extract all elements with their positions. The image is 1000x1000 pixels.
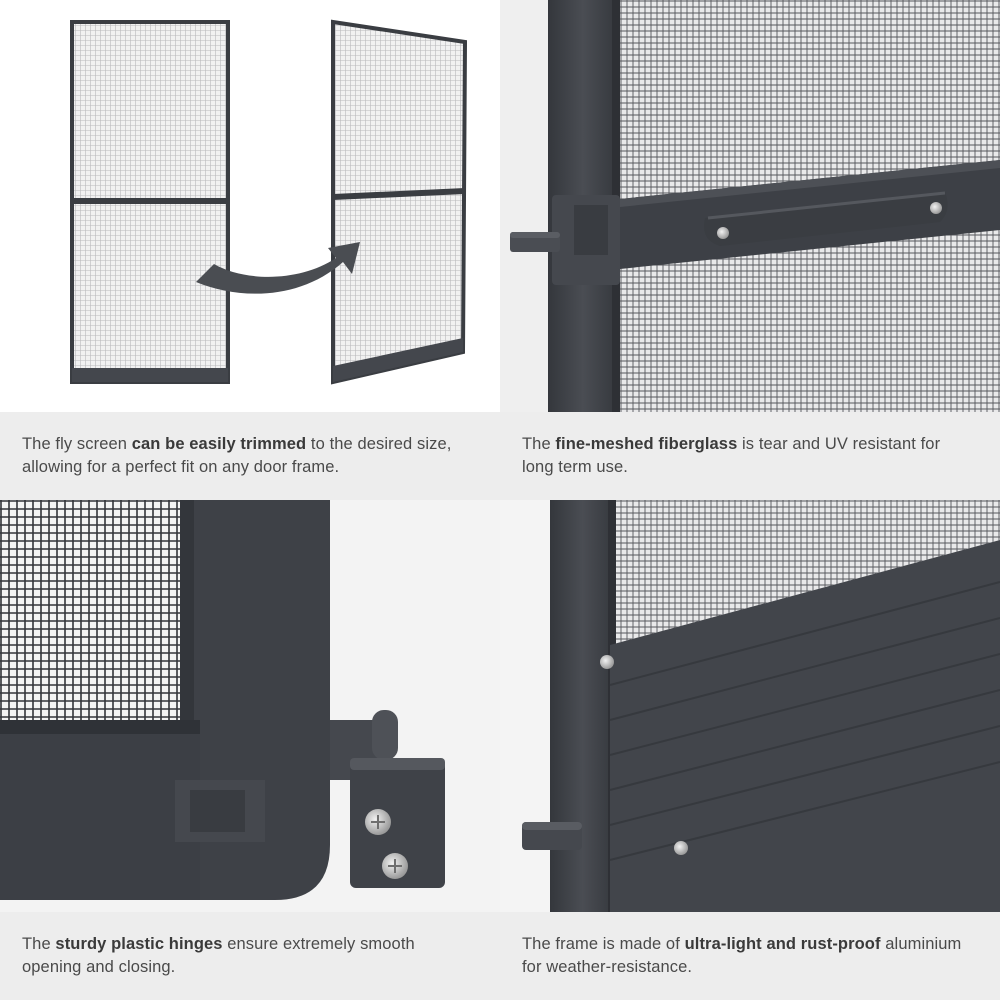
screen-after — [331, 19, 468, 385]
caption-hinges-text-1: The — [22, 935, 56, 953]
screw-icon — [717, 202, 942, 239]
hinge-closeup — [0, 500, 500, 912]
handle-icon — [704, 191, 948, 246]
caption-frame-highlight: ultra-light and rust-proof — [684, 935, 881, 953]
screen-before — [70, 20, 230, 384]
caption-trim-text-1: The fly screen — [22, 435, 132, 453]
frame-closeup — [500, 500, 1000, 912]
handle-closeup — [500, 0, 1000, 412]
caption-band-top — [0, 412, 1000, 500]
caption-mesh-highlight: fine-meshed fiberglass — [555, 435, 738, 453]
caption-frame-text-2: aluminium for weather-resistance. — [522, 935, 962, 976]
screw-icon — [600, 655, 688, 855]
caption-band-bottom — [0, 912, 1000, 1000]
trim-arrow-icon — [196, 242, 360, 294]
caption-frame: The frame is made of ultra-light and rus… — [522, 933, 972, 978]
corner-connector — [510, 195, 620, 285]
caption-mesh-text-1: The — [522, 435, 556, 453]
caption-frame-text-1: The frame is made of — [522, 935, 685, 953]
caption-trim-text-2: to the desired size, allowing for a perf… — [22, 435, 452, 476]
caption-hinges-highlight: sturdy plastic hinges — [55, 935, 223, 953]
screw-icon — [365, 809, 408, 879]
caption-trim: The fly screen can be easily trimmed to … — [22, 433, 472, 478]
caption-trim-highlight: can be easily trimmed — [131, 435, 307, 453]
trim-illustration — [0, 0, 500, 412]
caption-hinges-text-2: ensure extremely smooth opening and clos… — [22, 935, 415, 976]
caption-hinges: The sturdy plastic hinges ensure extreme… — [22, 933, 472, 978]
caption-mesh-text-2: is tear and UV resistant for long term u… — [522, 435, 941, 476]
caption-mesh: The fine-meshed fiberglass is tear and U… — [522, 433, 972, 478]
hinge-icon — [330, 710, 445, 888]
kick-plate-grooves — [609, 581, 1000, 861]
pivot-pin — [522, 822, 582, 850]
